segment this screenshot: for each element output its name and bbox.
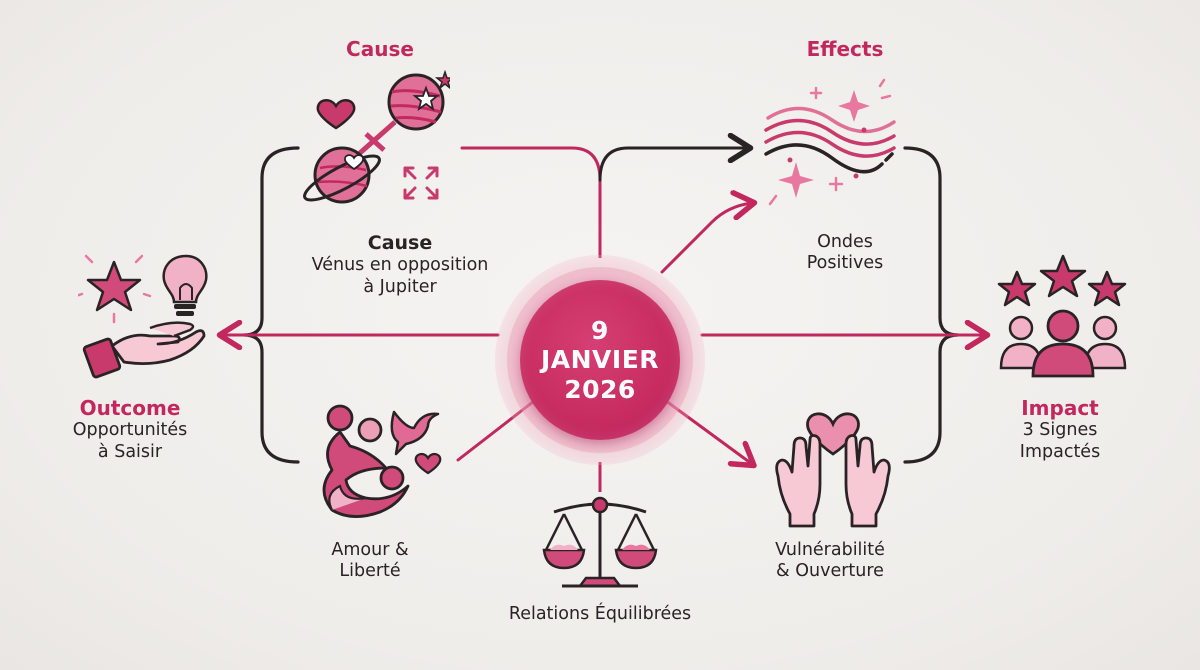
effects-line1: Ondes bbox=[817, 232, 873, 252]
love-freedom-line1: Amour & bbox=[331, 540, 409, 560]
outcome-line1: Opportunités bbox=[72, 420, 188, 441]
love-freedom-line2: Liberté bbox=[339, 561, 401, 582]
open-hands-heart-icon bbox=[775, 412, 891, 528]
positive-waves-icon bbox=[764, 78, 896, 206]
effects-block: Ondes Positives bbox=[760, 232, 930, 275]
impact-line2: Impactés bbox=[1019, 441, 1101, 462]
balance-block: Relations Équilibrées bbox=[470, 604, 730, 625]
center-day: 9 bbox=[591, 315, 609, 345]
center-year: 2026 bbox=[564, 374, 636, 404]
impact-block: Impact 3 Signes Impactés bbox=[980, 396, 1140, 463]
balance-scale-icon bbox=[542, 496, 658, 588]
balance-line1: Relations Équilibrées bbox=[508, 604, 692, 624]
cause-line2: à Jupiter bbox=[363, 276, 437, 297]
vulnerability-line1: Vulnérabilité bbox=[775, 540, 885, 560]
vulnerability-line2: & Ouverture bbox=[776, 561, 884, 582]
cause-title: Cause bbox=[367, 232, 433, 254]
center-date-hub: 9 JANVIER 2026 bbox=[495, 255, 705, 465]
cause-block: Cause Vénus en opposition à Jupiter bbox=[290, 232, 510, 298]
planets-opposition-icon bbox=[303, 70, 450, 204]
outcome-heading: Outcome bbox=[79, 396, 181, 420]
center-date-disc: 9 JANVIER 2026 bbox=[520, 280, 680, 440]
hand-star-lightbulb-icon bbox=[78, 254, 208, 379]
cause-line1: Vénus en opposition bbox=[311, 255, 489, 276]
impact-heading: Impact bbox=[1021, 396, 1099, 420]
love-freedom-block: Amour & Liberté bbox=[300, 540, 440, 583]
effects-heading: Effects bbox=[806, 37, 884, 61]
embrace-dove-heart-icon bbox=[322, 404, 442, 518]
center-month: JANVIER bbox=[540, 345, 660, 375]
vulnerability-block: Vulnérabilité & Ouverture bbox=[745, 540, 915, 583]
group-three-stars-icon bbox=[997, 254, 1127, 378]
cause-heading: Cause bbox=[346, 37, 414, 61]
outcome-block: Outcome Opportunités à Saisir bbox=[40, 396, 220, 463]
impact-line1: 3 Signes bbox=[1022, 420, 1098, 441]
effects-line2: Positives bbox=[806, 253, 884, 274]
outcome-line2: à Saisir bbox=[97, 441, 163, 462]
